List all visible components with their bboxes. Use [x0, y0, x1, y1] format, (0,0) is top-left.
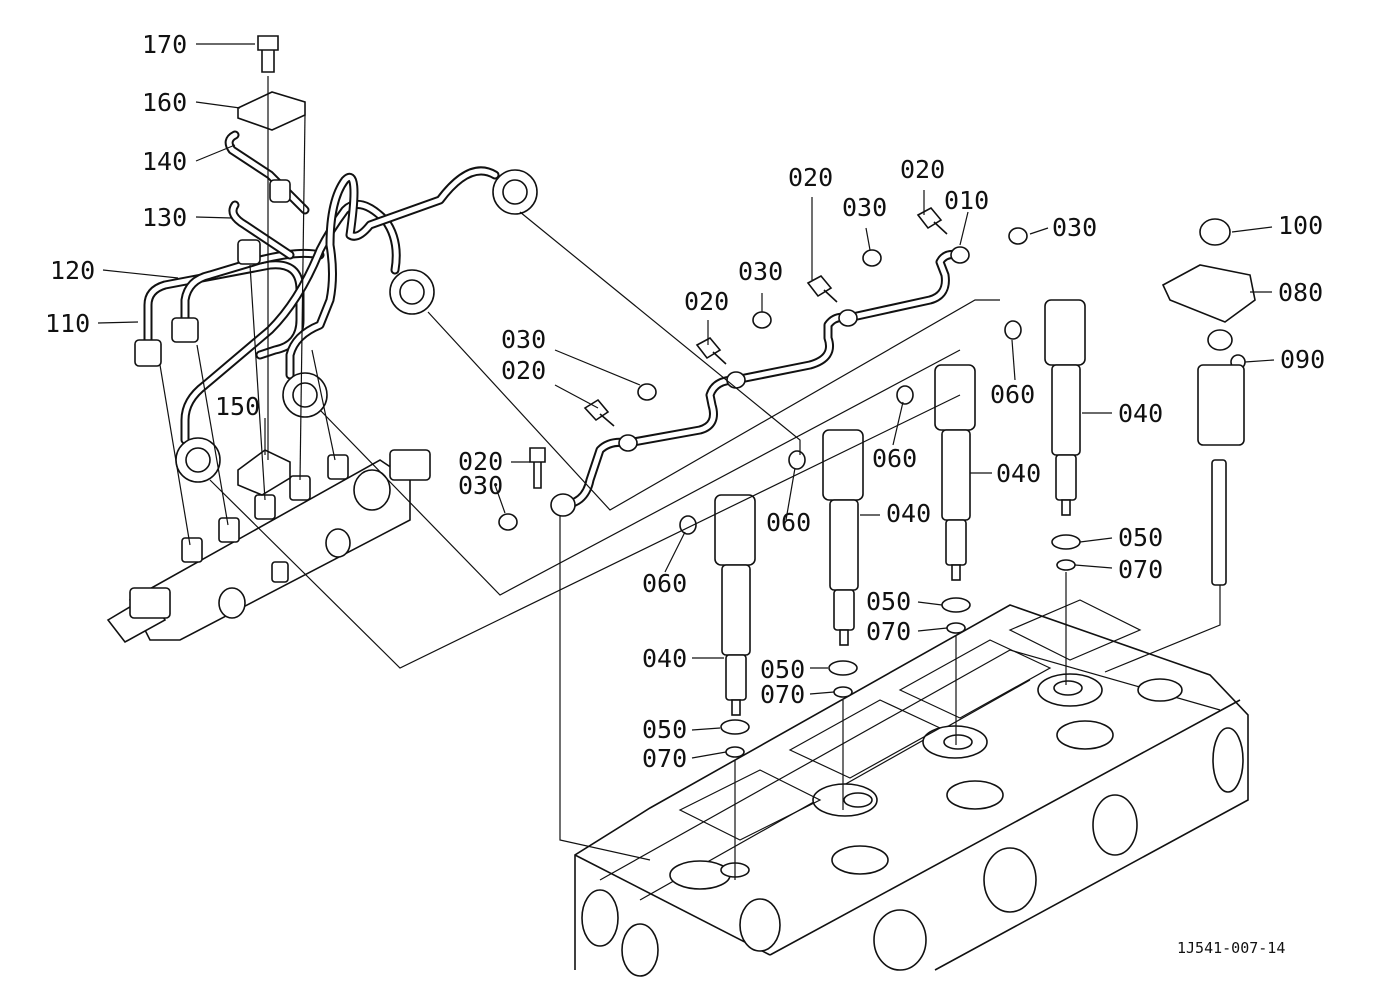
callout-140: 140 — [142, 147, 187, 176]
nozzle-holder — [1161, 218, 1256, 586]
callout-160: 160 — [142, 88, 187, 117]
callout-060-b: 060 — [872, 444, 917, 473]
callout-030-a: 030 — [842, 193, 887, 222]
callout-060-a: 060 — [990, 380, 1035, 409]
callout-100: 100 — [1278, 211, 1323, 240]
callout-070-a: 070 — [1118, 555, 1163, 584]
callout-070-d: 070 — [642, 744, 687, 773]
callout-090: 090 — [1280, 345, 1325, 374]
injector-2 — [788, 429, 864, 698]
callout-050-a: 050 — [1118, 523, 1163, 552]
callout-150: 150 — [215, 392, 260, 421]
callout-030-b: 030 — [1052, 213, 1097, 242]
callout-020-c: 020 — [684, 287, 729, 316]
callout-080: 080 — [1278, 278, 1323, 307]
callout-050-c: 050 — [760, 655, 805, 684]
callout-030-c: 030 — [738, 257, 783, 286]
callout-060-c: 060 — [766, 508, 811, 537]
callout-020-d: 020 — [501, 356, 546, 385]
callout-020-e: 020 — [458, 447, 503, 476]
figure-id: 1J541-007-14 — [1177, 939, 1285, 957]
leader-lines — [97, 43, 1275, 759]
callout-050-b: 050 — [866, 587, 911, 616]
callout-030-d: 030 — [501, 325, 546, 354]
injector-4 — [1004, 299, 1086, 571]
callout-070-b: 070 — [866, 617, 911, 646]
callout-050-d: 050 — [642, 715, 687, 744]
callout-020-a: 020 — [788, 163, 833, 192]
leak-off-pipe — [498, 206, 1028, 531]
callout-030-e: 030 — [458, 471, 503, 500]
callout-170: 170 — [142, 30, 187, 59]
callout-010: 010 — [944, 186, 989, 215]
callout-040-b: 040 — [996, 459, 1041, 488]
callout-110: 110 — [45, 309, 90, 338]
cylinder-head — [574, 599, 1249, 977]
injector-1 — [679, 494, 756, 758]
callout-070-c: 070 — [760, 680, 805, 709]
callout-040-c: 040 — [886, 499, 931, 528]
callout-120: 120 — [50, 256, 95, 285]
callout-040-d: 040 — [642, 644, 687, 673]
guide-lines — [159, 114, 1221, 880]
callout-020-b: 020 — [900, 155, 945, 184]
callout-labels: 170 160 140 130 120 110 150 020 020 020 … — [45, 30, 1325, 773]
callout-040-a: 040 — [1118, 399, 1163, 428]
common-rail — [106, 449, 431, 644]
callout-060-d: 060 — [642, 569, 687, 598]
injection-pipes — [134, 35, 538, 496]
callout-130: 130 — [142, 203, 187, 232]
